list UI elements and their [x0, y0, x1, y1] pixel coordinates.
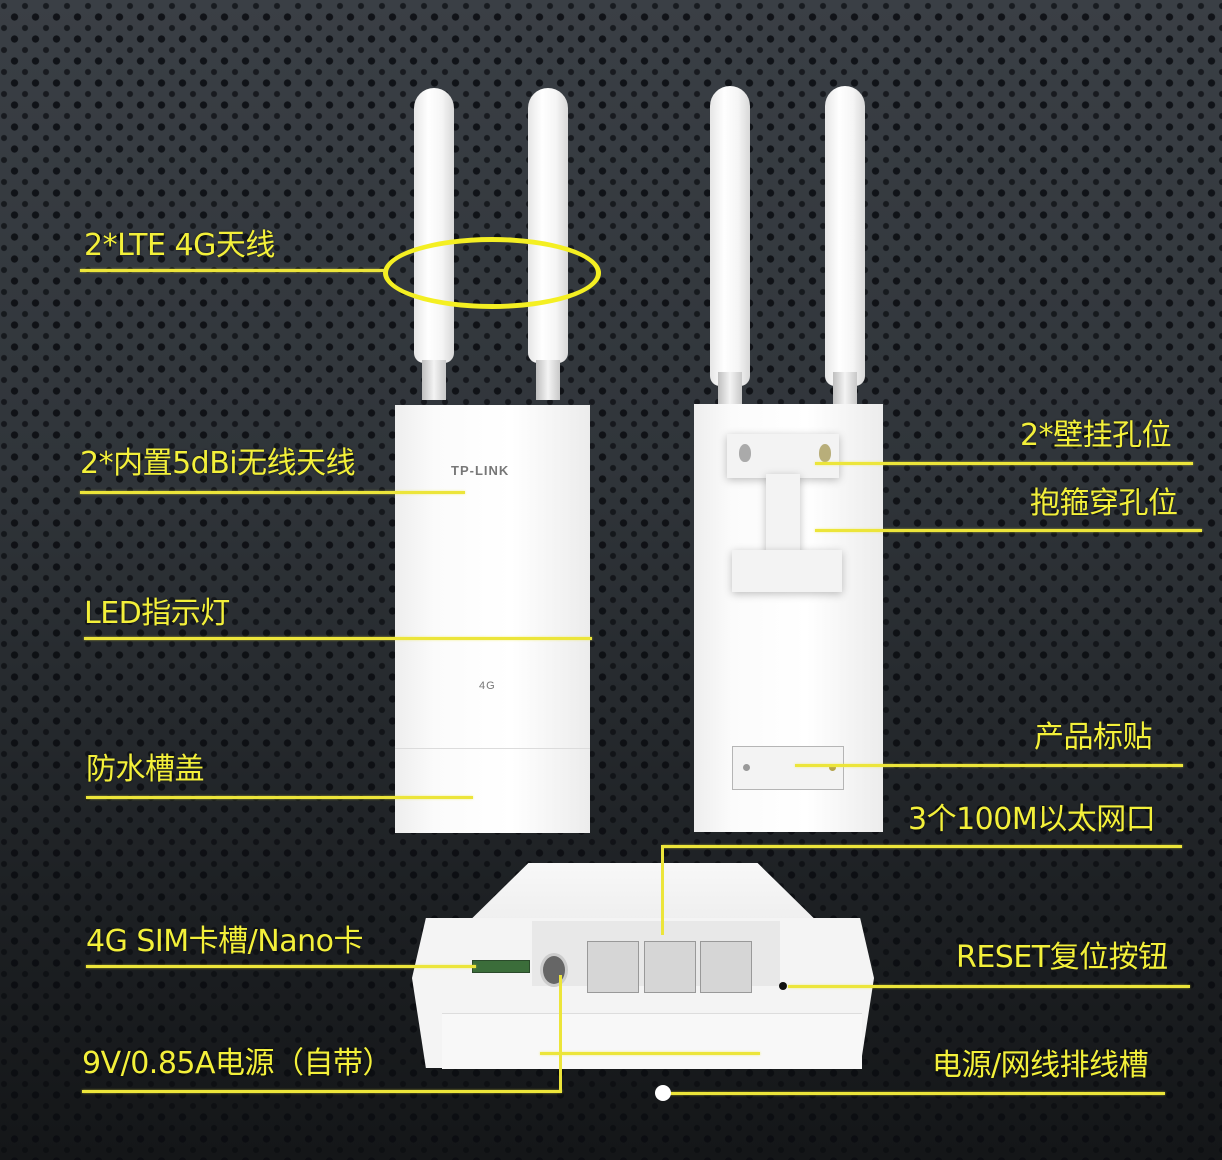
- leader-cable-slot-dot: [655, 1085, 671, 1101]
- label-power-supply: 9V/0.85A电源（自带）: [82, 1046, 393, 1081]
- ethernet-port-3: [700, 941, 752, 993]
- power-jack: [540, 953, 568, 987]
- leader-reset-button: [788, 985, 1190, 988]
- product-sticker: [732, 746, 844, 790]
- front-antenna-left: [414, 88, 454, 363]
- back-antenna-right-connector: [833, 372, 857, 404]
- keyhole-left-icon: [739, 444, 751, 462]
- back-antenna-left: [710, 86, 750, 386]
- label-sim-slot: 4G SIM卡槽/Nano卡: [86, 924, 363, 959]
- label-cable-slot: 电源/网线排线槽: [932, 1048, 1149, 1083]
- front-antenna-right-connector: [536, 360, 560, 400]
- leader-hoop-holes: [815, 529, 1202, 532]
- label-wall-mount-holes: 2*壁挂孔位: [1020, 418, 1172, 453]
- wall-mount-bracket-stem: [766, 474, 800, 554]
- leader-power-supply: [82, 1090, 562, 1093]
- tp-link-logo: TP-LINK: [451, 463, 510, 478]
- ethernet-port-2: [644, 941, 696, 993]
- 4g-badge: 4G: [479, 680, 496, 692]
- back-antenna-left-connector: [718, 372, 742, 404]
- label-lte-antenna: 2*LTE 4G天线: [84, 228, 275, 263]
- leader-lte-antenna: [80, 269, 385, 272]
- antenna-highlight-ellipse: [383, 237, 601, 309]
- leader-product-sticker: [795, 764, 1183, 767]
- leader-ethernet-ports: [662, 845, 1182, 848]
- bottom-device-open-view: [412, 863, 874, 1075]
- leader-power-supply-vertical: [559, 975, 562, 1093]
- label-reset-button: RESET复位按钮: [956, 940, 1168, 975]
- label-internal-antenna: 2*内置5dBi无线天线: [80, 446, 356, 481]
- leader-cable-slot: [665, 1092, 1165, 1095]
- label-waterproof-cover: 防水槽盖: [86, 752, 205, 787]
- front-antenna-right: [528, 88, 568, 363]
- back-device-body: [694, 404, 883, 832]
- leader-led-indicator: [84, 637, 592, 640]
- label-ethernet-ports: 3个100M以太网口: [908, 802, 1156, 837]
- wall-mount-bracket-bottom: [732, 550, 842, 592]
- leader-ethernet-ports-vertical: [661, 845, 664, 935]
- leader-internal-antenna: [80, 491, 465, 494]
- cable-tray: [442, 1013, 862, 1069]
- leader-sim-slot: [86, 965, 476, 968]
- leader-waterproof-cover: [86, 796, 473, 799]
- leader-cable-slot-inner: [540, 1052, 760, 1055]
- label-product-sticker: 产品标贴: [1034, 720, 1153, 755]
- keyhole-right-icon: [819, 444, 831, 462]
- front-device-body: TP-LINK 4G: [395, 405, 590, 833]
- back-antenna-right: [825, 86, 865, 386]
- reset-button: [779, 982, 787, 990]
- sim-card-slot: [472, 960, 530, 973]
- front-antenna-left-connector: [422, 360, 446, 400]
- ethernet-port-1: [587, 941, 639, 993]
- wall-mount-bracket-top: [727, 434, 839, 478]
- leader-wall-mount-holes: [815, 462, 1193, 465]
- label-hoop-holes: 抱箍穿孔位: [1030, 486, 1178, 521]
- label-led-indicator: LED指示灯: [84, 596, 230, 631]
- waterproof-cover-seam: [395, 748, 590, 749]
